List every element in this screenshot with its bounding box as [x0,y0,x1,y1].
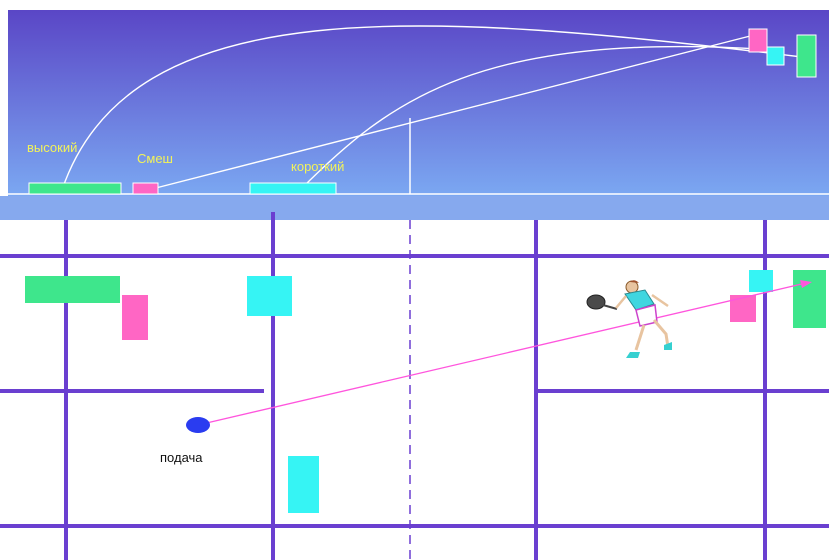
label-serve: подача [160,450,203,465]
label-high: высокий [27,140,77,155]
smash-hit-zone-court [730,295,756,322]
short-zone-court [247,276,292,316]
high-hit-box [797,35,816,77]
label-smash: Смеш [137,151,173,166]
label-short: короткий [291,159,344,174]
smash-zone-side [133,183,158,194]
side-view-sky [8,10,829,196]
high-zone-side [29,183,121,194]
short-zone-side [250,183,336,194]
court-top-view [0,212,829,560]
serve-point-icon [186,417,210,433]
floor-band [0,196,829,220]
high-zone-court [25,276,120,303]
short-hit-zone-court [749,270,773,292]
short-zone-court-front [288,456,319,513]
short-hit-box [767,47,784,65]
badminton-player-icon [587,280,672,358]
high-hit-zone-court [793,270,826,328]
smash-zone-court [122,295,148,340]
smash-hit-box [749,29,767,52]
side-view-panel: высокий Смеш короткий [0,10,829,220]
